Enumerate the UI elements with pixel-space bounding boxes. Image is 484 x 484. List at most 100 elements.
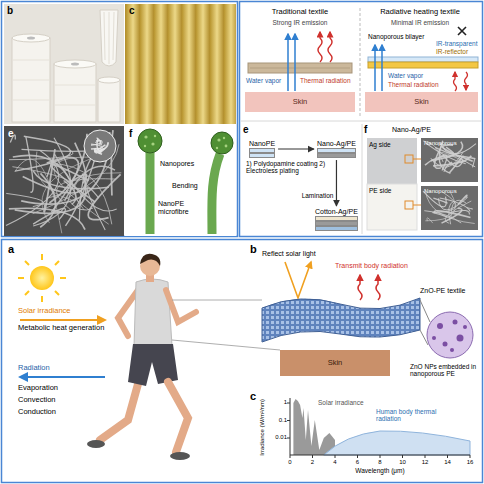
axis-tick-label: 4 (333, 459, 336, 466)
zno-textile (463, 325, 467, 329)
sample-photo (421, 138, 478, 182)
sem-image (91, 138, 108, 155)
yarn-spool-photo (71, 63, 79, 66)
annotation-label: Water vapor (388, 72, 423, 79)
yarn-spool-photo (54, 60, 96, 68)
node-text: Skin (414, 98, 429, 107)
axis-tick-label: 1 (284, 399, 287, 406)
annotation-label: Solar irradiance (318, 399, 364, 406)
annotation-label: Water vapor (246, 77, 281, 84)
sem-fibre (467, 208, 473, 210)
fibre-illustration (125, 126, 236, 236)
panel-frame (360, 8, 361, 116)
sun-icon (18, 254, 66, 302)
annotation-label: Nanoporous bilayer (368, 33, 424, 40)
annotation-label: Nanoporous (424, 188, 457, 195)
textile-schematic (248, 63, 352, 73)
panel-letter: c (250, 390, 256, 403)
sem-fibre (15, 174, 86, 214)
runner-figure (168, 382, 188, 452)
textile-schematic (368, 62, 478, 68)
node-text: Skin (328, 359, 343, 368)
runner-figure (170, 452, 190, 460)
axis-tick-label: 0.1 (279, 417, 287, 424)
node-text: NanoPE (249, 140, 275, 148)
annotation-label: Thermal radiation (388, 81, 439, 88)
yarn-spool-photo (12, 34, 50, 42)
axis-tick-label: 8 (378, 459, 381, 466)
textile-schematic (328, 32, 332, 62)
annotation-label: Strong IR emission (273, 19, 328, 26)
panel-frame (2, 240, 483, 483)
sem-fibre (88, 174, 120, 219)
axis-tick-label: 14 (444, 459, 451, 466)
annotation-label: Transmit body radiation (335, 262, 408, 270)
panel-frame (2, 2, 238, 237)
textile-schematic (381, 45, 383, 91)
fibre-illustration (217, 138, 220, 141)
sem-fibre (26, 136, 33, 192)
annotation-label: Bending (172, 182, 198, 190)
axis-tick-label: 2 (311, 459, 314, 466)
layer-stripe (317, 153, 356, 158)
axis-tick-label: 10 (399, 459, 406, 466)
runner-figure (87, 440, 105, 448)
annotation-label: ZnO-PE textile (420, 287, 466, 295)
sample-photo (405, 155, 413, 163)
panel-letter: a (8, 243, 14, 256)
annotation-label: NanoPE microfibre (158, 200, 202, 216)
zno-textile (427, 312, 473, 358)
process-arrow (336, 160, 337, 206)
sample-photo (413, 159, 421, 160)
process-arrow (278, 148, 314, 149)
annotation-label: Nanoporous (424, 140, 457, 147)
annotation-label: Traditional textile (272, 8, 328, 17)
heat-arrow (20, 376, 105, 378)
yarn-spool-photo (98, 80, 120, 122)
annotation-label: Radiative heating textile (380, 8, 460, 17)
panel-frame (241, 121, 481, 122)
textile-schematic (318, 32, 322, 62)
textile-schematic (374, 45, 376, 91)
panel-frame (240, 2, 483, 237)
zoom-line (172, 300, 262, 301)
panel-letter: f (364, 124, 367, 136)
sem-fibre (33, 208, 65, 224)
material-sample: NanoPE (248, 140, 276, 158)
fabric-photo (125, 4, 236, 124)
fibre-illustration (144, 135, 147, 138)
sem-fibre (9, 208, 85, 229)
textile-schematic (454, 72, 457, 91)
spectrum-chart (287, 403, 470, 458)
zno-textile (262, 298, 420, 342)
annotation-label: IR-reflector (436, 48, 468, 55)
sem-image (4, 126, 124, 236)
yarn-spool-photo (104, 12, 114, 64)
sample-photo (413, 205, 421, 206)
yarn-spool-photo (27, 37, 35, 40)
annotation-label: Conduction (18, 408, 56, 417)
layer-stripe (249, 153, 275, 158)
node-text: Nano-Ag/PE (317, 140, 356, 148)
spectrum-chart (287, 398, 470, 458)
fibre-illustration (154, 135, 156, 137)
sem-fibre (51, 165, 95, 203)
skin-band: Skin (245, 92, 355, 112)
sem-fibre (473, 159, 475, 167)
textile-schematic (287, 34, 289, 91)
axis-tick-label: 6 (356, 459, 359, 466)
panel-frame (362, 124, 363, 234)
sample-photo (367, 138, 478, 230)
zno-textile (285, 262, 311, 298)
textile-schematic (465, 72, 468, 90)
sem-fibre (424, 211, 461, 223)
runner-figure (100, 384, 138, 440)
layer-stripe (315, 226, 358, 231)
material-sample: Cotton-Ag/PE (314, 208, 359, 231)
annotation-label: Solar irradiance (18, 307, 71, 316)
axis-tick-label: 0 (288, 459, 291, 466)
zno-textile (358, 275, 362, 300)
sem-fibre (99, 149, 104, 154)
panel-letter: f (129, 128, 132, 140)
